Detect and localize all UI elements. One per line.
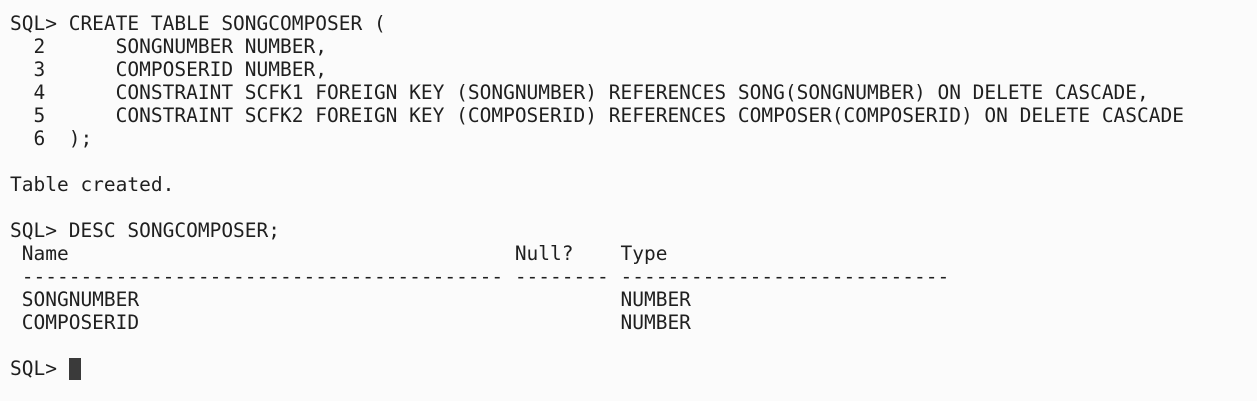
blank-line (10, 150, 1257, 173)
desc-row-songnumber: SONGNUMBER NUMBER (10, 288, 691, 311)
blank-line (10, 196, 1257, 219)
sql-line-4: 4 CONSTRAINT SCFK1 FOREIGN KEY (SONGNUMB… (10, 81, 1149, 104)
sql-line-5: 5 CONSTRAINT SCFK2 FOREIGN KEY (COMPOSER… (10, 104, 1184, 127)
blank-line (10, 334, 1257, 357)
desc-row-composerid: COMPOSERID NUMBER (10, 311, 691, 334)
desc-header-separator: ----------------------------------------… (10, 265, 950, 288)
desc-header-row: Name Null? Type (10, 242, 668, 265)
sql-prompt-desc: SQL> DESC SONGCOMPOSER; (10, 219, 281, 242)
sql-line-3: 3 COMPOSERID NUMBER, (10, 58, 327, 81)
sql-prompt-active[interactable]: SQL> (10, 357, 1257, 380)
table-created-message: Table created. (10, 173, 175, 196)
sql-prompt-create-table: SQL> CREATE TABLE SONGCOMPOSER ( (10, 12, 386, 35)
sql-prompt-label: SQL> (10, 357, 69, 380)
sql-line-6: 6 ); (10, 127, 93, 150)
sql-line-2: 2 SONGNUMBER NUMBER, (10, 35, 327, 58)
text-cursor (68, 358, 81, 380)
